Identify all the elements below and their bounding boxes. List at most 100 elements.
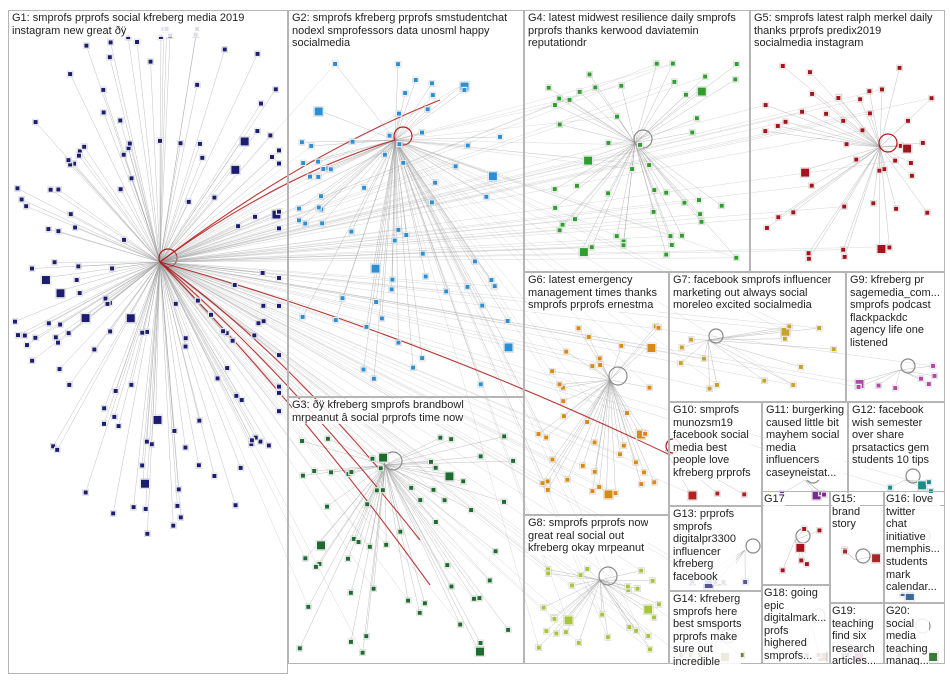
node-g7-3-avatar [707, 386, 712, 391]
cross-edge-g1-g3-48 [159, 261, 332, 473]
node-g6-13-avatar [592, 440, 597, 445]
node-g3-25-avatar [422, 601, 427, 606]
cross-edge-g2-g7-4 [394, 139, 718, 386]
node-g2-28-avatar [299, 140, 304, 145]
edge-g1-66 [120, 189, 161, 263]
edge-g1-122 [74, 227, 161, 263]
node-g17-1-avatar [780, 568, 785, 573]
node-g5-30-avatar [809, 183, 814, 188]
edge-g3-22 [384, 438, 452, 466]
node-g1-16-avatar [233, 503, 238, 508]
edge-g5-36 [801, 111, 881, 148]
node-g3-4-avatar [348, 639, 353, 644]
node-g1-26-avatar [215, 376, 220, 381]
edge-g7-13 [707, 339, 765, 381]
node-g1-134-avatar [270, 154, 275, 159]
group-panel-g9 [846, 272, 945, 402]
cross-edge-g1-g4-36 [159, 235, 671, 263]
edge-g5-23 [766, 146, 881, 229]
node-g1-54-avatar [84, 43, 89, 48]
edge-g3-44 [384, 464, 401, 532]
edge-g2-61 [394, 136, 501, 141]
node-g1-60-avatar [110, 266, 115, 271]
edge-g5-37 [825, 113, 881, 148]
node-g3-24-avatar [406, 598, 411, 603]
group-panel-g5 [750, 10, 945, 272]
node-g1-13-avatar [236, 224, 241, 229]
cross-edge-g1-g6-12 [159, 261, 567, 352]
node-g3-21-avatar [487, 578, 492, 583]
cross-edge-g1-g5-27 [159, 120, 844, 263]
node-g6-34-avatar [604, 490, 613, 499]
edge-g2-5 [394, 79, 416, 141]
edge-g4-40 [621, 85, 636, 144]
edge-g2-66 [335, 139, 396, 321]
edge-g2-43 [394, 139, 468, 146]
cross-edge-g1-g6-15 [159, 261, 616, 494]
node-g1-83-avatar [268, 133, 273, 138]
group-label-g16: G16: love twitter chat initiative memphi… [886, 493, 940, 594]
edge-g7-4 [707, 339, 718, 385]
node-g6-19-avatar [550, 369, 555, 374]
node-g2-49-avatar [340, 296, 345, 301]
node-g2-61-avatar [497, 134, 502, 139]
node-g2-67-avatar [420, 251, 425, 256]
node-g7-1-avatar [678, 361, 683, 366]
edge-g6-38 [609, 327, 659, 381]
hub-loop-g8 [598, 566, 618, 586]
node-g5-40-avatar [806, 251, 811, 256]
node-g1-20-avatar [102, 406, 107, 411]
edge-g1-99 [129, 143, 161, 263]
node-g8-26-avatar [650, 578, 655, 583]
cross-edge-g1-g4-12 [159, 257, 737, 263]
edge-g2-20 [394, 139, 483, 306]
node-g2-15-avatar [316, 159, 321, 164]
node-g2-30-avatar [309, 143, 314, 148]
node-g5-3-avatar [860, 128, 865, 133]
node-g2-59-avatar [462, 88, 467, 93]
cross-edge-g1-g4-39 [159, 76, 706, 263]
edge-g1-88 [17, 188, 161, 263]
node-g2-52-avatar [382, 152, 387, 157]
edge-g2-68 [373, 139, 396, 267]
node-g3-10-avatar [438, 435, 443, 440]
node-g1-145-avatar [221, 329, 226, 334]
cross-edge-g1-g5-33 [159, 160, 896, 263]
node-g4-7-avatar [719, 203, 724, 208]
group-panel-g3 [288, 397, 524, 664]
node-g1-73-avatar [149, 442, 154, 447]
edge-g1-123 [115, 261, 161, 392]
edge-g1-107 [78, 155, 161, 263]
edge-g8-10 [599, 579, 629, 591]
node-g2-18-avatar [333, 61, 338, 66]
node-g1-97-avatar [13, 319, 17, 324]
node-g2-68-avatar [371, 264, 380, 273]
node-g4-44-avatar [638, 142, 643, 147]
node-g17-3-avatar [804, 562, 809, 567]
group-label-g18: G18: going epic digitalmark... profs hig… [764, 587, 826, 663]
node-g1-112-avatar [74, 277, 79, 282]
node-g2-33-avatar [316, 174, 321, 179]
node-g2-57-avatar [300, 314, 305, 319]
edge-g6-18 [538, 379, 611, 435]
node-g3-47-avatar [349, 470, 354, 475]
cross-edge-g1-g7-9 [159, 261, 820, 329]
node-g3-11-avatar [300, 473, 305, 478]
cross-edge-g1-g2-48 [159, 261, 468, 288]
node-g6-5-avatar [598, 363, 603, 368]
hub-loop-g15 [855, 548, 871, 564]
node-g1-139-avatar [112, 414, 117, 419]
edge-g3-5 [350, 464, 386, 593]
node-g1-35-avatar [157, 138, 162, 143]
edge-g5-7 [873, 146, 881, 204]
edge-g1-136 [142, 261, 161, 482]
node-g4-38-avatar [733, 77, 738, 82]
edge-g1-130 [159, 261, 252, 445]
cross-edge-g1-g5-42 [159, 206, 845, 263]
edge-g8-21 [599, 579, 649, 637]
node-g1-123-avatar [113, 388, 118, 393]
node-g1-61-avatar [140, 463, 145, 468]
hub-loop-g12 [905, 468, 921, 484]
cross-edge-g1-g2-66 [159, 261, 336, 321]
node-g8-23-avatar [552, 616, 557, 621]
